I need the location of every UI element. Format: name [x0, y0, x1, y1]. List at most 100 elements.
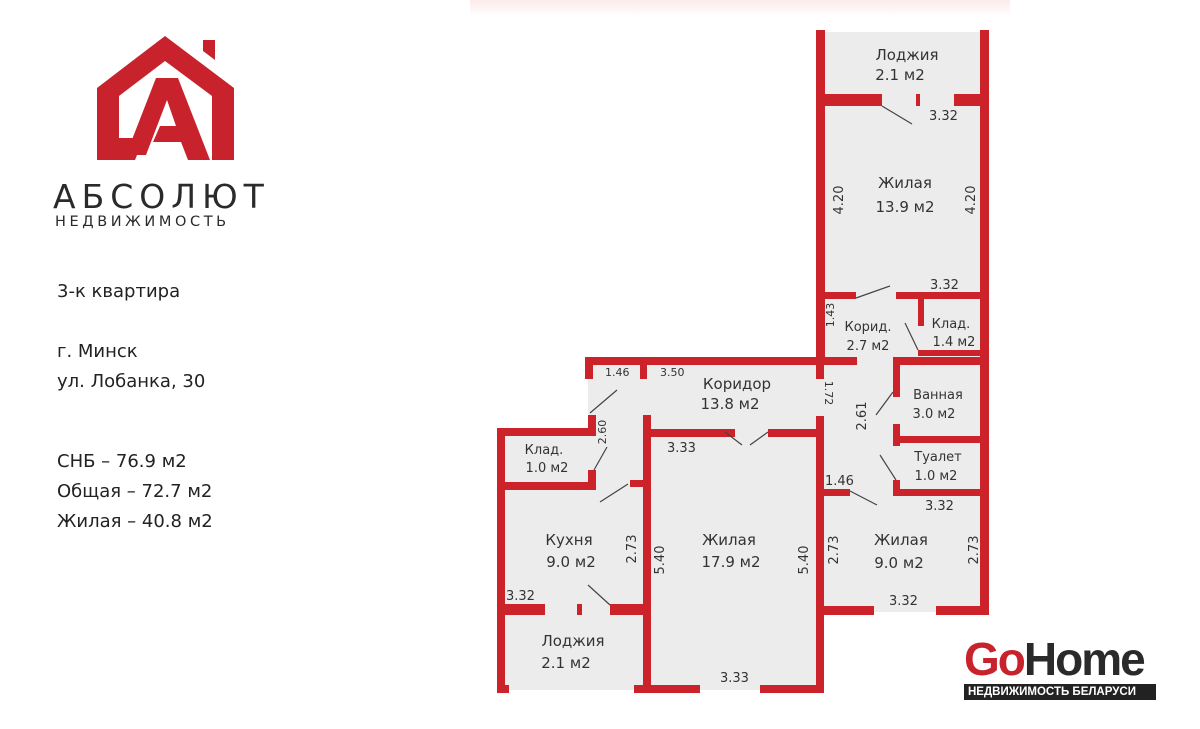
wall: [916, 94, 920, 106]
dimension: 2.73: [827, 536, 842, 565]
wall: [585, 357, 857, 365]
wall: [760, 685, 824, 693]
dimension: 1.43: [824, 303, 837, 328]
dimension: 3.32: [925, 499, 954, 514]
room-name: Коридор: [703, 375, 771, 393]
room-name: Лоджия: [541, 632, 604, 650]
agency-logo-icon: [97, 36, 234, 160]
dimension: 4.20: [964, 186, 979, 215]
wall: [768, 429, 824, 437]
dimension: 2.73: [625, 535, 640, 564]
wall: [634, 685, 648, 693]
top-glow: [470, 0, 1010, 16]
wall: [577, 604, 582, 615]
room-area: 13.9 м2: [875, 198, 934, 216]
wall: [610, 604, 648, 615]
dimension: 3.32: [929, 109, 958, 124]
dimension: 3.32: [506, 589, 535, 604]
wall: [497, 604, 545, 615]
room-name: Кухня: [545, 531, 592, 549]
room-name: Корид.: [844, 320, 891, 335]
wall: [980, 30, 989, 614]
wall: [893, 357, 988, 365]
room-area: 13.8 м2: [700, 395, 759, 413]
room-labels: Лоджия 2.1 м2 Жилая 13.9 м2 Корид. 2.7 м…: [525, 46, 976, 672]
wall: [497, 685, 509, 693]
dimension: 3.50: [660, 366, 685, 379]
room-area: 2.1 м2: [541, 654, 590, 672]
dimension: 3.33: [720, 671, 749, 686]
wall: [816, 606, 874, 615]
wall: [816, 292, 856, 299]
dimension: 5.40: [797, 546, 812, 575]
room-area: 9.0 м2: [546, 553, 595, 571]
dimension: 2.73: [967, 536, 982, 565]
wall: [816, 489, 850, 496]
wall: [893, 357, 900, 397]
wall: [816, 94, 882, 106]
room-name: Клад.: [932, 317, 971, 332]
room-name: Жилая: [702, 531, 756, 549]
dimension: 1.46: [825, 474, 854, 489]
dimension: 3.32: [930, 278, 959, 293]
wall: [588, 415, 596, 436]
walls: [497, 30, 989, 693]
wall: [918, 350, 988, 356]
wall: [816, 416, 824, 692]
wall: [893, 436, 988, 443]
dimension: 4.20: [832, 186, 847, 215]
dimension: 2.61: [855, 402, 870, 431]
area-living: Жилая – 40.8 м2: [57, 511, 213, 532]
agency-name: АБСОЛЮТ: [53, 177, 270, 216]
room-area: 1.4 м2: [933, 335, 976, 350]
area-total: Общая – 72.7 м2: [57, 481, 213, 502]
room-name: Жилая: [878, 174, 932, 192]
listing-type: 3-к квартира: [57, 281, 181, 302]
dimension: 1.46: [605, 366, 630, 379]
room-area: 1.0 м2: [915, 469, 958, 484]
gohome-home: Home: [1023, 633, 1146, 685]
dimension: 3.32: [889, 594, 918, 609]
agency-subtitle: НЕДВИЖИМОСТЬ: [55, 214, 230, 230]
gohome-go: Go: [964, 633, 1026, 685]
wall: [816, 30, 825, 360]
room-name: Туалет: [913, 450, 962, 465]
dimension-labels: 3.32 4.20 4.20 3.32 1.43 1.46 3.50 1.72 …: [506, 109, 982, 686]
room-area: 1.0 м2: [526, 461, 569, 476]
wall: [893, 489, 988, 496]
wall: [585, 357, 593, 379]
dimension: 3.33: [667, 441, 696, 456]
room-name: Ванная: [913, 388, 963, 403]
room-name: Жилая: [874, 531, 928, 549]
wall: [643, 415, 651, 692]
area-snb: СНБ – 76.9 м2: [57, 451, 187, 472]
wall: [630, 480, 650, 487]
room-area: 2.1 м2: [875, 66, 924, 84]
room-area: 17.9 м2: [701, 553, 760, 571]
gohome-tagline: НЕДВИЖИМОСТЬ БЕЛАРУСИ: [964, 684, 1156, 700]
listing-street: ул. Лобанка, 30: [57, 371, 206, 392]
dimension: 5.40: [653, 546, 668, 575]
dimension: 2.60: [596, 420, 609, 445]
room-area: 3.0 м2: [913, 407, 956, 422]
wall: [497, 428, 595, 436]
wall: [954, 94, 989, 106]
floors: [500, 32, 984, 690]
wall: [497, 428, 505, 693]
wall: [896, 292, 988, 299]
wall: [816, 357, 824, 379]
wall: [588, 470, 596, 490]
room-name: Лоджия: [875, 46, 938, 64]
wall: [497, 482, 596, 490]
wall: [936, 606, 989, 615]
door-swings: [587, 105, 919, 606]
listing-city: г. Минск: [57, 341, 138, 362]
wall: [893, 424, 900, 446]
wall: [893, 480, 900, 496]
dimension: 1.72: [822, 381, 835, 406]
room-name: Клад.: [525, 443, 564, 458]
room-area: 2.7 м2: [847, 339, 890, 354]
room-area: 9.0 м2: [874, 554, 923, 572]
wall: [643, 429, 735, 437]
